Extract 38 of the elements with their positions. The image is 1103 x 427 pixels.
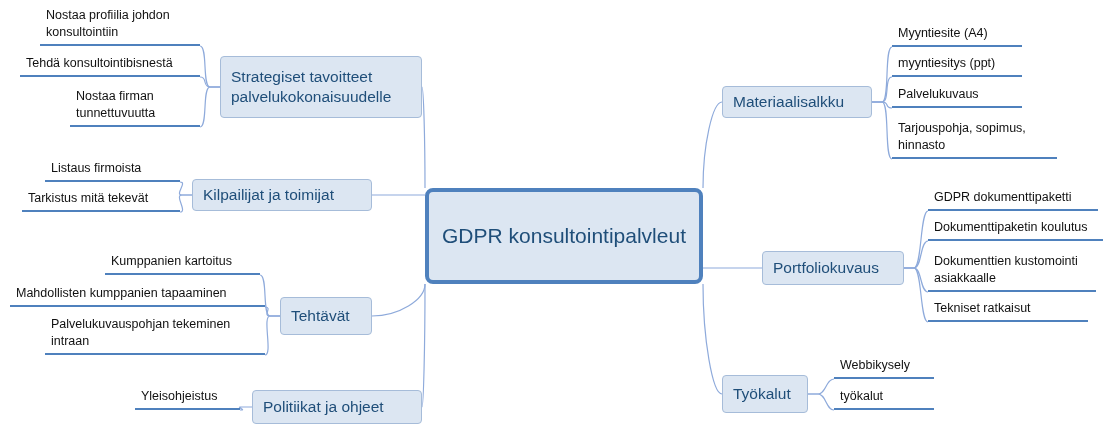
branch-line [871, 101, 893, 160]
topic-box: Strategiset tavoitteet palvelukokonaisuudelle [220, 56, 422, 118]
subtopic-label: Tekniset ratkaisut [928, 300, 1088, 322]
subtopic-label: GDPR dokumenttipaketti [928, 189, 1098, 211]
topic-box: Materiaalisalkku [722, 86, 872, 118]
subtopic-label: Tehdä konsultointibisnestä [20, 55, 200, 77]
topic-box: Portfoliokuvaus [762, 251, 904, 285]
topic-box: Työkalut [722, 375, 808, 413]
subtopic-label: Webbikysely [834, 357, 934, 379]
subtopic-label: Tarjouspohja, sopimus, hinnasto [892, 117, 1057, 159]
subtopic-label: Myyntiesite (A4) [892, 25, 1022, 47]
branch-line [238, 406, 253, 411]
connector-curve [702, 267, 763, 269]
branch-line [199, 86, 221, 128]
subtopic-label: työkalut [834, 388, 934, 410]
subtopic-label: Palvelukuvauspohjan tekeminen intraan [45, 313, 265, 355]
subtopic-label: myyntiesitys (ppt) [892, 55, 1022, 77]
branch-line [807, 393, 835, 411]
subtopic-label: Mahdollisten kumppanien tapaaminen [10, 285, 265, 307]
connector-curve [702, 101, 723, 189]
topic-box: Kilpailijat ja toimijat [192, 179, 372, 211]
topic-box: Tehtävät [280, 297, 372, 335]
central-topic-box: GDPR konsultointipalvleut [425, 188, 703, 284]
subtopic-label: Tarkistus mitä tekevät [22, 190, 180, 212]
subtopic-label: Palvelukuvaus [892, 86, 1022, 108]
connector-curve [702, 283, 723, 395]
subtopic-label: Dokumenttien kustomointi asiakkaalle [928, 250, 1096, 292]
subtopic-label: Yleisohjeistus [135, 388, 240, 410]
topic-box: Politiikat ja ohjeet [252, 390, 422, 424]
subtopic-label: Nostaa profiilia johdon konsultointiin [40, 6, 200, 46]
branch-line [178, 194, 193, 213]
connector-curve [371, 194, 426, 196]
branch-line [903, 267, 929, 323]
subtopic-label: Nostaa firman tunnettuvuutta [70, 85, 200, 127]
branch-line [264, 315, 281, 356]
subtopic-label: Kumppanien kartoitus [105, 253, 260, 275]
subtopic-label: Dokumenttipaketin koulutus [928, 219, 1103, 241]
subtopic-label: Listaus firmoista [45, 160, 180, 182]
